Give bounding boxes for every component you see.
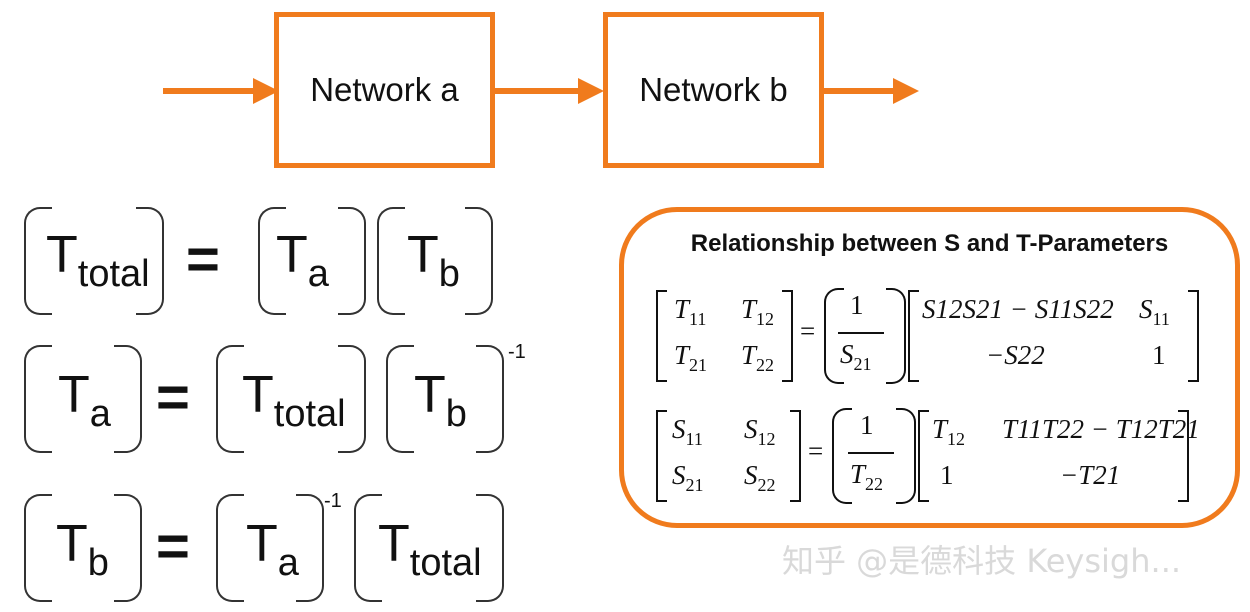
network-a-label: Network a — [310, 71, 459, 108]
inverse-exponent: -1 — [508, 341, 526, 363]
matrix-t-b: Tb — [377, 207, 493, 315]
output-arrow — [824, 88, 898, 94]
equals-sign: = — [186, 227, 220, 292]
scalar-denominator: S21 — [840, 339, 872, 374]
relationship-panel: Relationship between S and T-Parameters … — [619, 207, 1240, 528]
s-from-t-equation: S11 S12 S21 S22 = 1 T22 T12 T11T22 − T12… — [624, 212, 1235, 523]
matrix-t-a: Ta — [216, 494, 324, 602]
middle-arrow — [495, 88, 583, 94]
inverse-exponent: -1 — [324, 490, 342, 512]
equation-ta: Ta = Ttotal Tb -1 — [24, 341, 534, 453]
rhs-r2c2: 1 — [1152, 340, 1166, 370]
network-b-label: Network b — [639, 71, 788, 108]
matrix-t-total: Ttotal — [24, 207, 164, 315]
network-a-box: Network a — [274, 12, 495, 168]
rhs-r2c1: −S22 — [986, 340, 1045, 370]
equals-sign: = — [156, 365, 190, 430]
s22: S22 — [744, 460, 776, 495]
middle-arrow-head — [578, 78, 604, 104]
s21: S21 — [672, 460, 704, 495]
matrix-t-b: Tb — [24, 494, 142, 602]
t11: T11 — [674, 294, 707, 329]
rhs-r1c2: T11T22 − T12T21 — [1002, 414, 1200, 444]
rhs-r2c1: 1 — [940, 460, 954, 490]
s11: S11 — [672, 414, 703, 449]
matrix-t-a: Ta — [258, 207, 366, 315]
rhs-r1c2: S11 — [1139, 294, 1170, 329]
t22: T22 — [741, 340, 775, 375]
scalar-denominator: T22 — [850, 459, 884, 494]
t12: T12 — [741, 294, 775, 329]
rhs-r2c2: −T21 — [1060, 460, 1121, 490]
watermark: 知乎 @是德科技 Keysigh... — [782, 542, 1182, 580]
matrix-t-a: Ta — [24, 345, 142, 453]
t-from-s-equation: T11 T12 T21 T22 = 1 S21 S12S21 − S11S22 … — [624, 212, 1235, 523]
output-arrow-head — [893, 78, 919, 104]
rhs-r1c1: S12S21 − S11S22 — [922, 294, 1114, 324]
equation-tb: Tb = Ta -1 Ttotal — [24, 490, 514, 602]
input-arrow — [163, 88, 259, 94]
t21: T21 — [674, 340, 708, 375]
matrix-t-b: Tb — [386, 345, 504, 453]
network-b-box: Network b — [603, 12, 824, 168]
equation-total: Ttotal = Ta Tb — [24, 207, 504, 315]
rhs-r1c1: T12 — [932, 414, 966, 449]
equals-sign: = — [156, 514, 190, 579]
scalar-numerator: 1 — [850, 290, 864, 320]
scalar-numerator: 1 — [860, 410, 874, 440]
s12: S12 — [744, 414, 776, 449]
panel-title: Relationship between S and T-Parameters — [690, 230, 1169, 257]
matrix-t-total: Ttotal — [354, 494, 504, 602]
matrix-t-total: Ttotal — [216, 345, 366, 453]
